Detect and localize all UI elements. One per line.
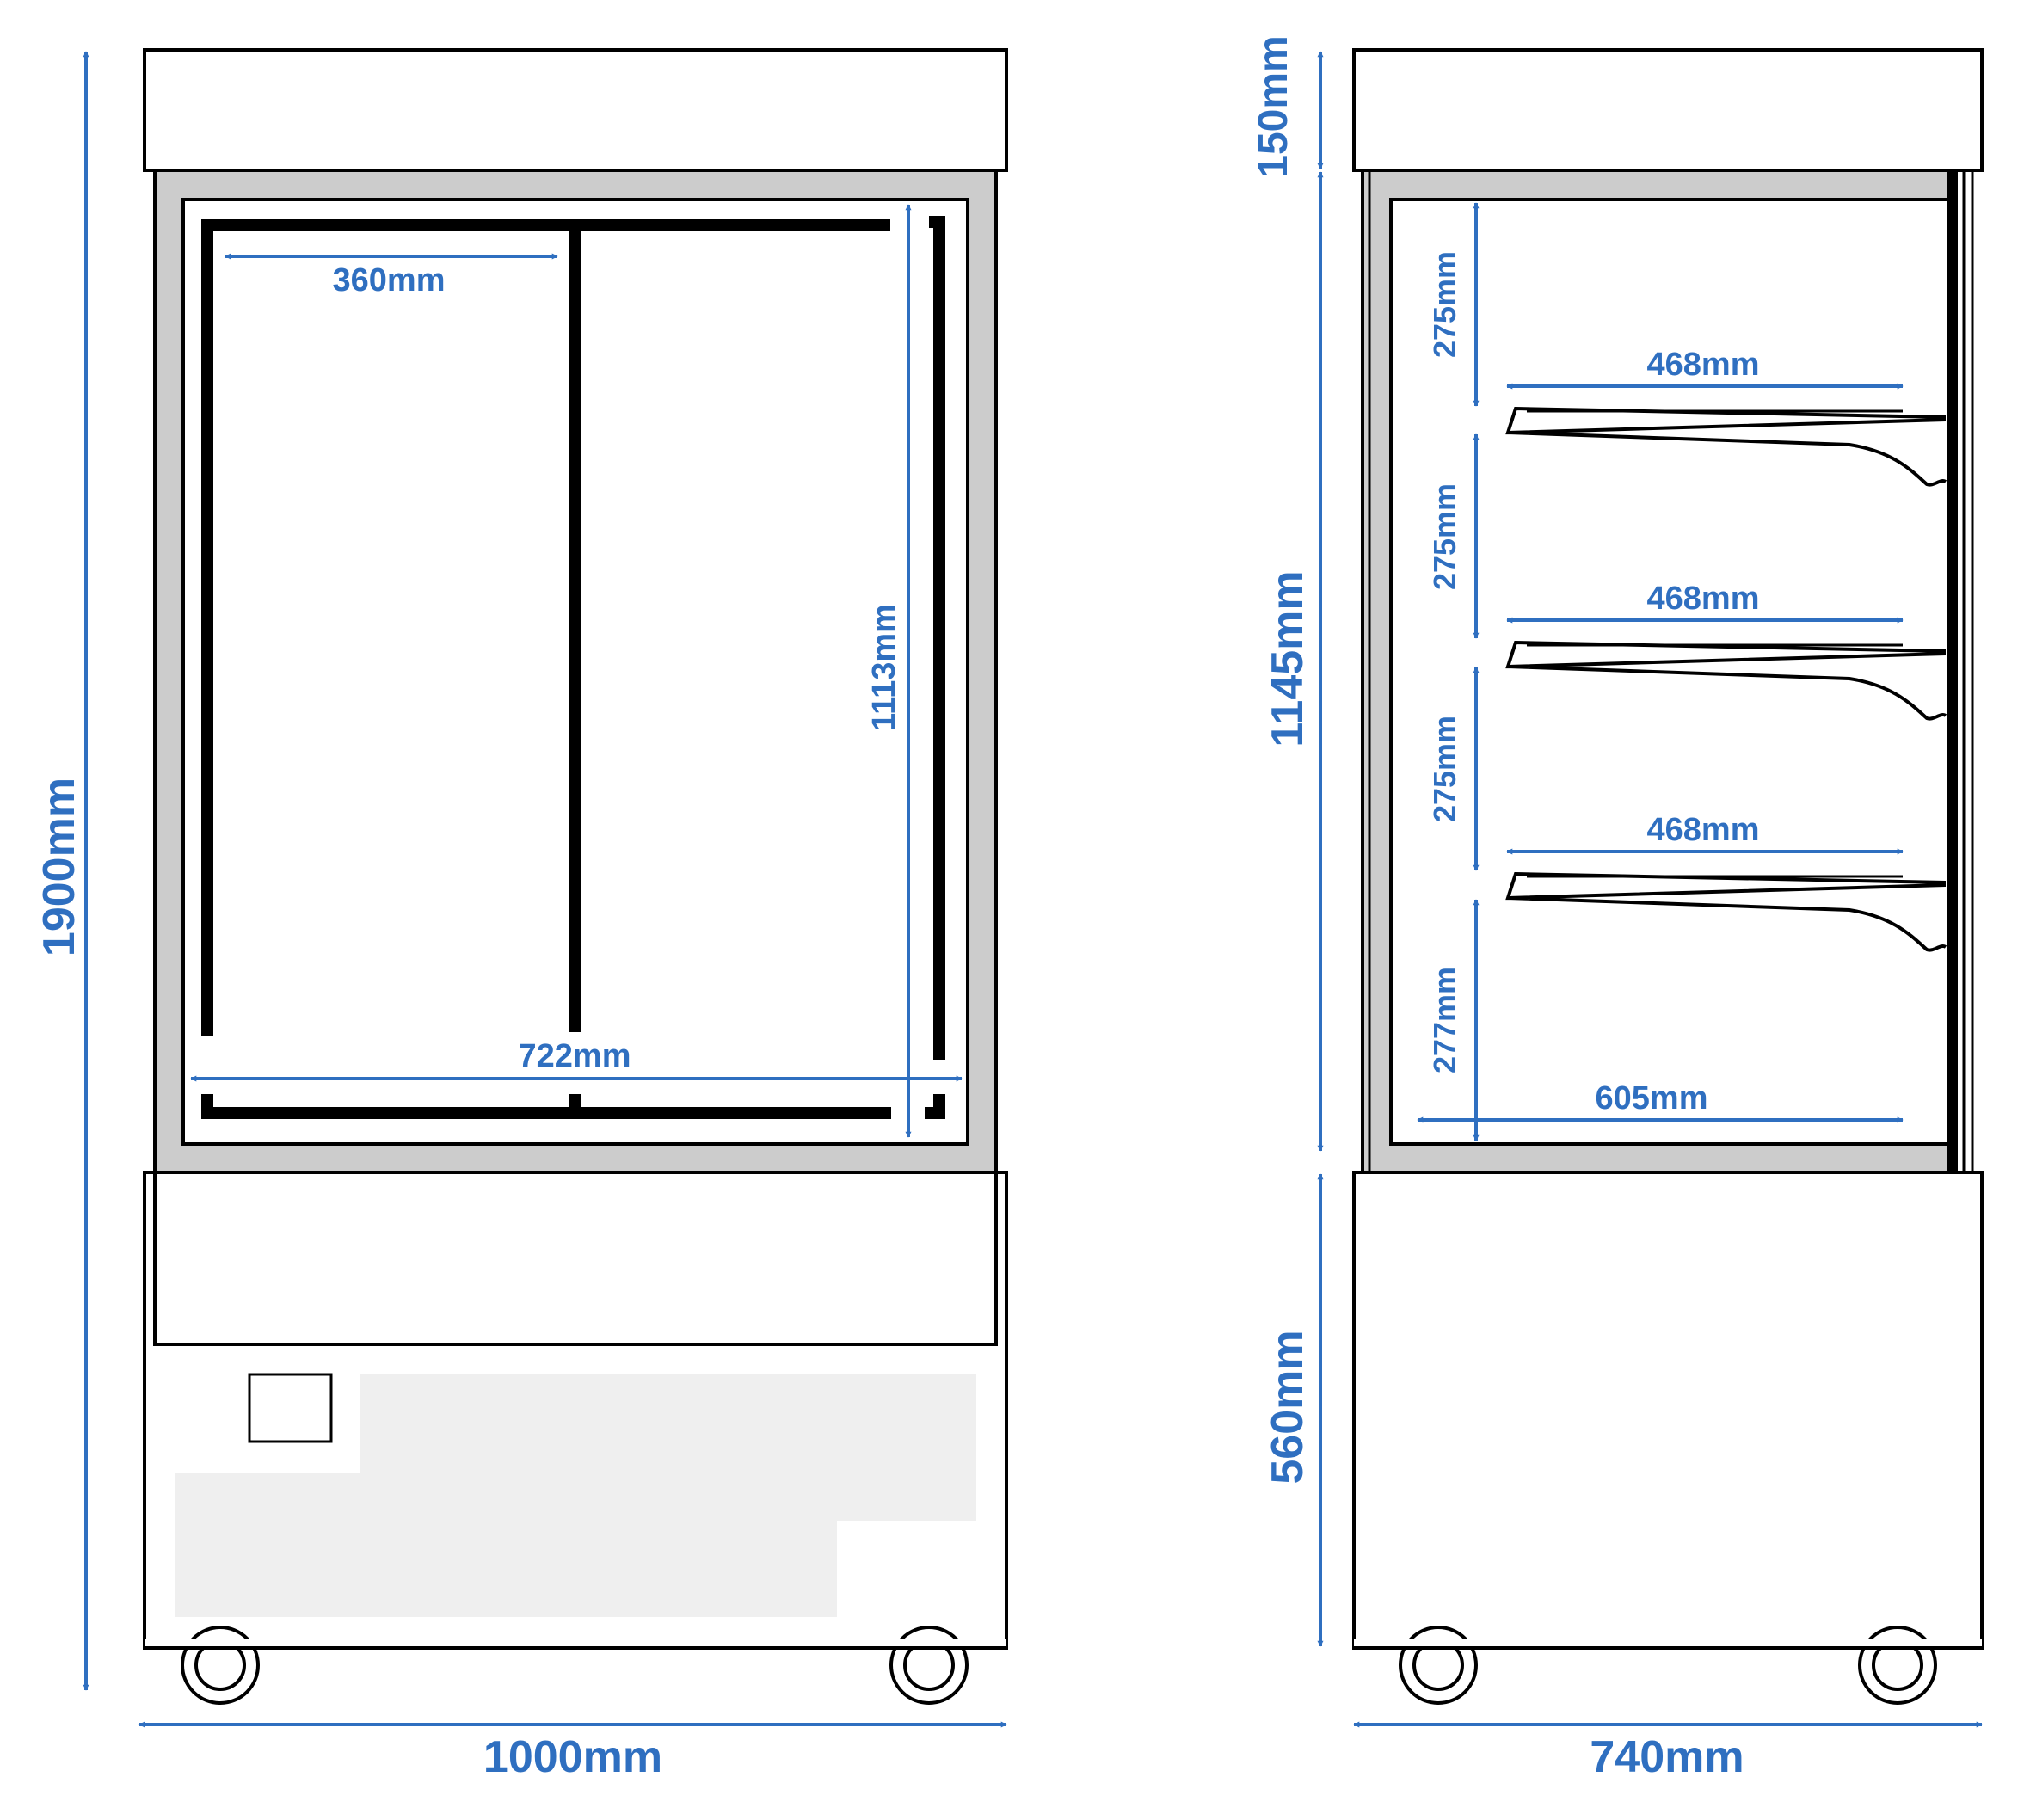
right-door-frame — [929, 216, 945, 1060]
front-control-box — [248, 1373, 333, 1443]
label-inner-height: 1113mm — [866, 604, 902, 731]
label-inner-width: 722mm — [519, 1038, 631, 1074]
bottom-rail — [201, 1094, 891, 1119]
label-shelf-1: 468mm — [1647, 347, 1760, 383]
label-gap-4: 277mm — [1427, 967, 1462, 1073]
front-top-canopy — [143, 48, 1008, 172]
shelf-2 — [1505, 640, 1947, 721]
dimension-labels: 1900mm 1000mm 360mm 722mm 1113mm 150mm 1… — [34, 35, 1759, 1782]
front-wheels — [145, 1626, 1006, 1705]
side-top-canopy — [1352, 48, 1984, 172]
front-service-panel — [175, 1374, 976, 1617]
shelf-1 — [1505, 406, 1947, 487]
label-depth-total: 740mm — [1590, 1732, 1744, 1782]
side-shelves — [1505, 406, 1947, 952]
right-door-bottom — [925, 1094, 945, 1119]
label-base-height: 560mm — [1263, 1330, 1313, 1484]
side-wheels — [1354, 1626, 1982, 1705]
label-shelf-2: 468mm — [1647, 581, 1760, 617]
label-bottom-depth: 605mm — [1596, 1080, 1708, 1116]
shelf-3 — [1505, 871, 1947, 952]
label-gap-2: 275mm — [1427, 483, 1462, 590]
side-base — [1352, 1171, 1984, 1650]
label-top-height: 150mm — [1251, 35, 1296, 177]
label-height-total: 1900mm — [34, 778, 84, 956]
label-width-total: 1000mm — [483, 1732, 662, 1782]
label-gap-1: 275mm — [1427, 251, 1462, 358]
label-gap-3: 275mm — [1427, 716, 1462, 822]
label-display-height: 1145mm — [1263, 570, 1313, 747]
side-back-wall — [1947, 169, 1957, 1174]
label-door-width: 360mm — [333, 262, 446, 298]
label-shelf-3: 468mm — [1647, 812, 1760, 848]
left-door-frame — [201, 219, 575, 1036]
front-base-panel — [153, 1171, 998, 1346]
dimension-lines — [83, 51, 1983, 1728]
front-doors — [201, 216, 945, 1119]
